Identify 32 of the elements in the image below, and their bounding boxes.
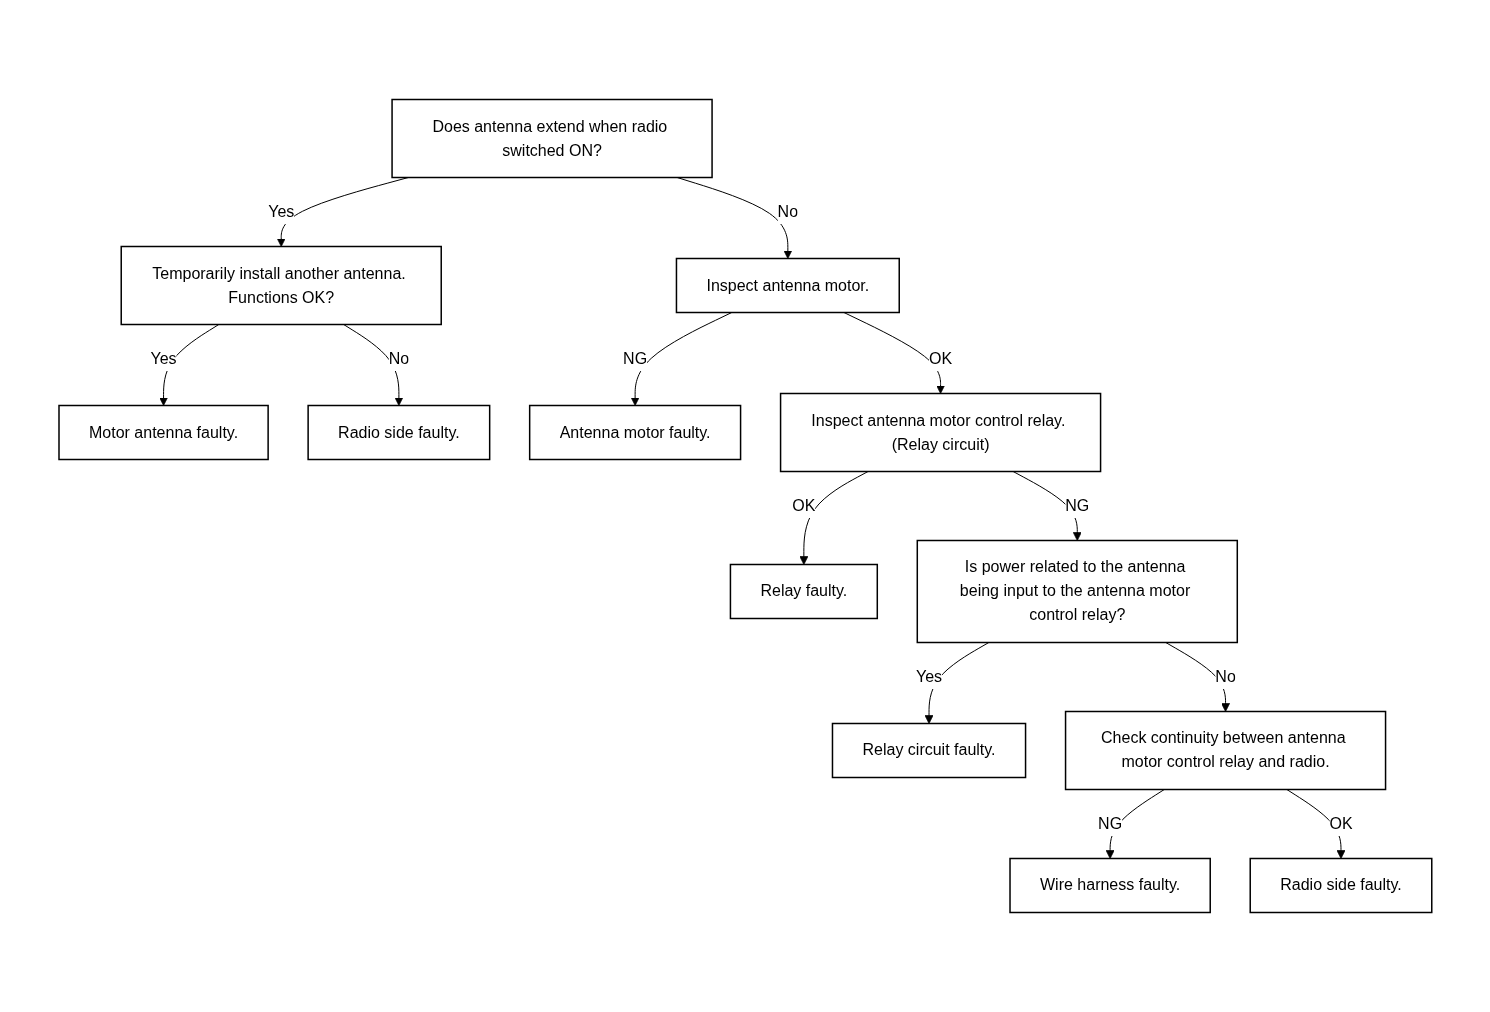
arrow [799,471,869,565]
node-box: Motor antenna faulty. [57,404,269,461]
node-box: Radio side faulty. [307,404,491,461]
edge-label: OK [791,497,816,514]
edge-label: OK [928,350,952,367]
node-box: Radio side faulty. [1249,857,1433,914]
arrow [630,312,732,406]
arrow [843,312,945,394]
edge-label: No [777,203,798,220]
node-box: Does antenna extend when radio switched ON? [390,98,713,179]
node-box: Is power related to the antenna being input to the antenna motor control relay? [916,539,1238,644]
arrow [1012,471,1082,541]
node-box: Temporarily install another antenna. Functions OK? [120,245,442,326]
edge-label: No [388,350,409,367]
node-box: Inspect antenna motor control relay. (Relay circuit) [779,392,1101,473]
edge-label: NG [1064,497,1089,514]
arrow [1105,789,1165,859]
node-box: Antenna motor faulty. [528,404,741,461]
node-box: Wire harness faulty. [1008,857,1211,914]
edge-label: Yes [267,203,294,220]
node-box: Relay circuit faulty. [831,722,1026,779]
edge-label: NG [1097,815,1122,832]
arrow [342,324,403,406]
node-box: Relay faulty. [729,563,878,620]
node-box: Check continuity between antenna motor control relay and radio. [1064,710,1386,791]
arrow [1285,789,1345,859]
edge-label: Yes [150,350,177,367]
edge-label: OK [1329,815,1353,832]
edge-label: NG [622,350,647,367]
edge-label: Yes [915,668,942,685]
node-box: Inspect antenna motor. [675,257,900,314]
edge-label: No [1214,668,1236,685]
